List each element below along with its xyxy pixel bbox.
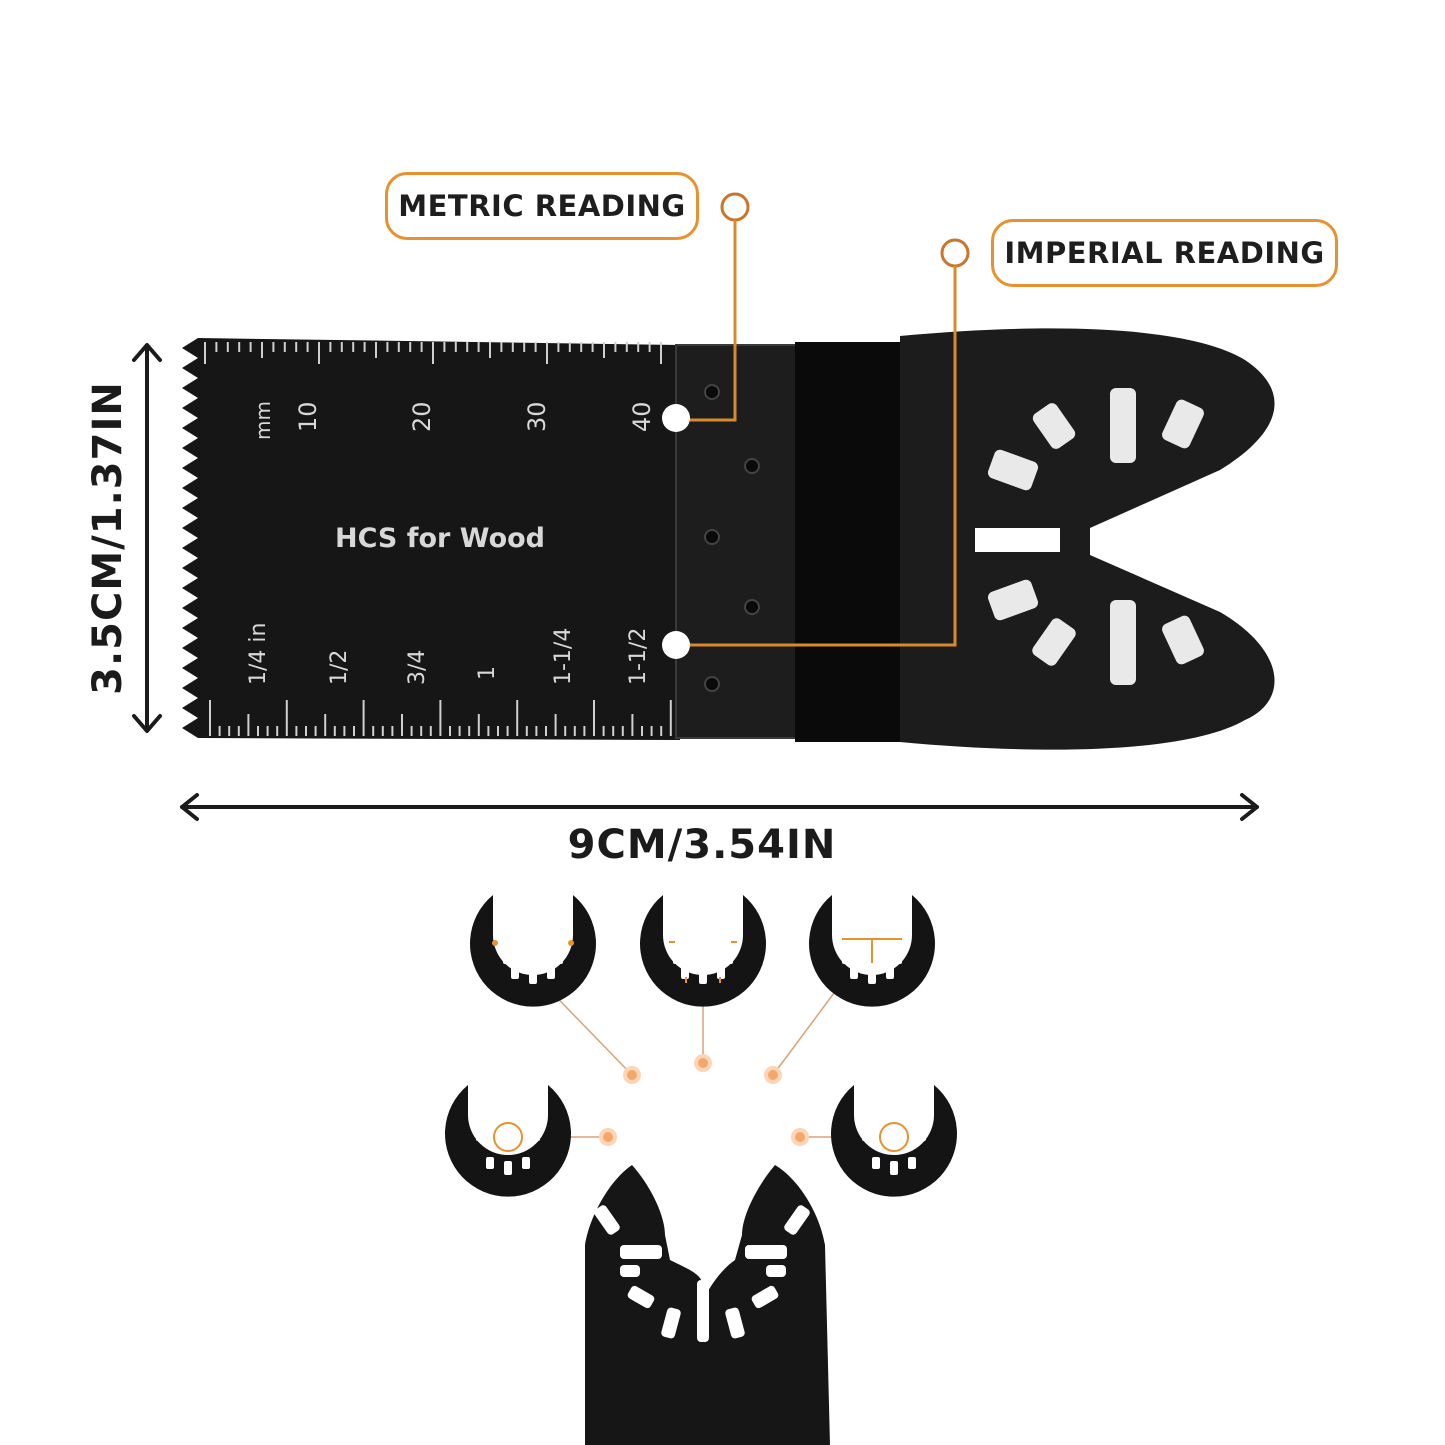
metric-reading-callout: METRIC READING	[385, 172, 699, 240]
adapter-dots	[599, 1054, 809, 1146]
metric-leader-ring	[720, 192, 750, 222]
blade-star-slots	[987, 388, 1204, 685]
blade-cutting-section	[182, 338, 680, 740]
adapter-disc-4	[445, 1085, 571, 1197]
blade-material-label: HCS for Wood	[335, 523, 545, 554]
universal-blade-fork	[585, 1165, 830, 1445]
metric-ruler-ticks	[204, 342, 662, 364]
metric-tick-40: 40	[628, 401, 656, 432]
adapter-disc-5	[831, 1085, 957, 1197]
main-blade: mm 10 20 30 40 HCS for Wood 1/4 in 1/2 3…	[182, 328, 1275, 750]
blade-center-slot	[975, 528, 1060, 552]
width-dimension-label: 9CM/3.54IN	[567, 822, 837, 868]
imperial-reading-point	[662, 631, 690, 659]
adapter-disc-3	[809, 895, 935, 1007]
imperial-tick-one-half: 1-1/2	[626, 628, 651, 685]
imperial-tick-three-quarter: 3/4	[405, 650, 430, 685]
blade-rivets	[704, 384, 760, 692]
height-arrow	[132, 343, 162, 733]
blade-mount-plate	[675, 344, 812, 739]
imperial-tick-one-quarter: 1-1/4	[551, 628, 576, 685]
metric-reading-point	[662, 404, 690, 432]
imperial-tick-one: 1	[475, 666, 500, 680]
imperial-unit-label: 1/4 in	[246, 623, 271, 685]
height-dimension-label: 3.5CM/1.37IN	[85, 381, 131, 695]
width-arrow	[180, 793, 1259, 821]
callout-leaders	[676, 192, 970, 647]
adapter-diagram	[445, 895, 957, 1445]
adapter-disc-2	[640, 895, 766, 1007]
blade-bend-section	[795, 342, 905, 742]
metric-tick-10: 10	[294, 401, 322, 432]
imperial-leader-ring	[940, 238, 970, 268]
metric-tick-30: 30	[523, 401, 551, 432]
imperial-tick-half: 1/2	[327, 650, 352, 685]
adapter-disc-1	[470, 895, 596, 1007]
metric-unit-label: mm	[251, 401, 275, 440]
imperial-reading-callout: IMPERIAL READING	[991, 219, 1338, 287]
imperial-ruler-ticks	[209, 700, 672, 736]
metric-tick-20: 20	[408, 401, 436, 432]
